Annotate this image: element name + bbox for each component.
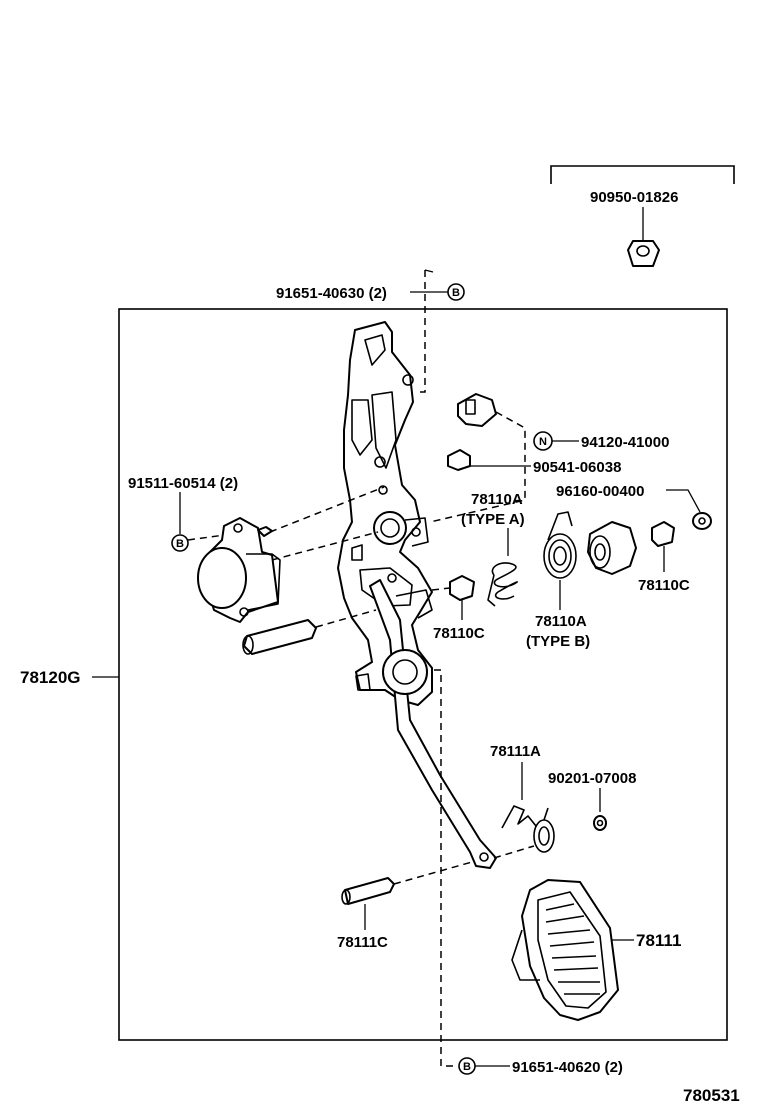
part-pivot-pin [242, 619, 317, 655]
part-bushing-78110c-mid [449, 575, 475, 601]
marker-n: N [539, 436, 547, 448]
label-78110c-mid: 78110C [433, 625, 485, 642]
part-spring-type-a [487, 562, 518, 607]
label-94120-41000: 94120-41000 [581, 434, 669, 451]
part-washer-96160-00400 [692, 512, 712, 530]
assembly-frame-78120g [118, 308, 728, 1041]
label-78110c-right: 78110C [638, 577, 690, 594]
part-nut-94120-41000 [457, 393, 497, 427]
label-90950-01826: 90950-01826 [590, 189, 678, 206]
part-grommet-90950-01826 [627, 240, 660, 267]
part-spring-cap [587, 521, 637, 575]
pedal-bracket [337, 321, 433, 706]
part-pedal-pad-78111 [511, 879, 619, 1021]
part-bushing-78110c-right [651, 521, 675, 547]
part-pedal-sensor [197, 517, 281, 623]
label-90201-07008: 90201-07008 [548, 770, 636, 787]
label-78111a: 78111A [490, 743, 541, 760]
part-washer-90201-07008 [593, 815, 607, 831]
diagram-id: 780531 [683, 1086, 740, 1105]
label-91651-40620: 91651-40620 (2) [512, 1059, 623, 1076]
marker-b-left: B [176, 538, 184, 550]
part-bolt-90541-06038 [447, 449, 471, 471]
pedal-arm [369, 579, 497, 869]
label-78111: 78111 [636, 931, 681, 950]
label-78111c: 78111C [337, 934, 388, 951]
label-78110a-top: 78110A [471, 491, 523, 508]
label-91651-40630: 91651-40630 (2) [276, 285, 387, 302]
marker-b-top: B [452, 287, 460, 299]
label-96160-00400: 96160-00400 [556, 483, 644, 500]
part-pin-78111c [341, 877, 395, 905]
label-type-b: (TYPE B) [526, 633, 590, 650]
label-78110a-bottom: 78110A [535, 613, 587, 630]
label-90541-06038: 90541-06038 [533, 459, 621, 476]
label-91511-60514: 91511-60514 (2) [128, 475, 238, 492]
label-type-a: (TYPE A) [461, 511, 525, 528]
top-bracket [550, 165, 735, 184]
marker-b-bottom: B [463, 1061, 471, 1073]
part-spring-78111a [501, 805, 555, 853]
part-spring-type-b [543, 511, 577, 579]
label-78120g: 78120G [20, 668, 81, 687]
